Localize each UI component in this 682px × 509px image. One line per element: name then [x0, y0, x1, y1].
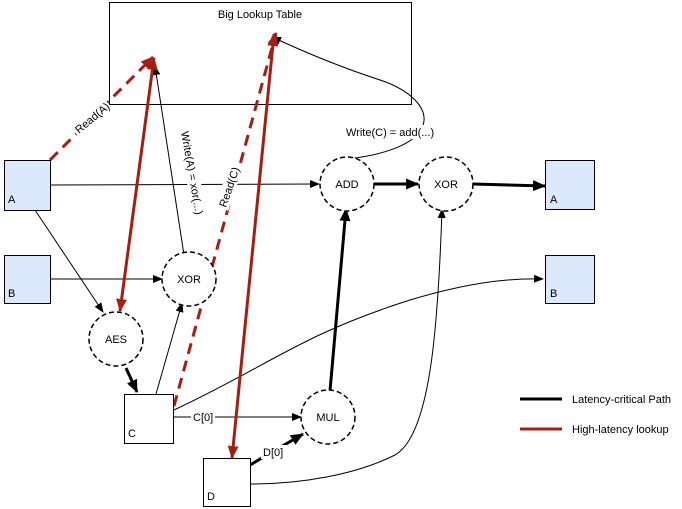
edge-a-to-aes: [34, 209, 104, 313]
label-read-a: Read(A): [73, 101, 112, 137]
label-read-c: Read(C): [217, 166, 242, 209]
label-write-c: Write(C) = add(...): [346, 127, 434, 139]
input-c-label: C: [128, 428, 136, 440]
op-mul: MUL: [300, 389, 356, 445]
op-aes-label: AES: [105, 334, 127, 346]
edge-c-to-xor: [155, 302, 184, 395]
input-a: A: [4, 160, 51, 211]
edge-lookup-d: [227, 33, 279, 459]
input-d-label: D: [207, 491, 215, 503]
label-write-a: Write(A) = xor(...): [178, 130, 204, 215]
legend-critical-label: Latency-critical Path: [572, 394, 671, 406]
output-a-label: A: [550, 194, 558, 206]
input-b: B: [4, 255, 51, 304]
edge-read-c: [172, 32, 279, 407]
op-xor-left: XOR: [161, 251, 217, 307]
op-add-label: ADD: [335, 179, 358, 191]
edge-xor-to-output-a: [472, 180, 546, 192]
edge-a-to-add: [49, 180, 320, 189]
edge-add-write-c: [271, 36, 425, 161]
output-a: A: [545, 160, 595, 210]
edge-mul-to-add: [328, 208, 351, 392]
edge-lookup-aes: [116, 57, 158, 312]
legend-lookup-label: High-latency lookup: [572, 424, 669, 436]
input-c: C: [124, 394, 174, 444]
output-b-label: B: [550, 288, 557, 300]
edge-d-to-xor-right: [250, 208, 446, 485]
op-mul-label: MUL: [316, 412, 339, 424]
label-d0: D[0]: [263, 447, 283, 459]
op-xor-left-label: XOR: [177, 274, 201, 286]
edge-aes-to-c: [124, 367, 139, 393]
output-b: B: [545, 255, 595, 304]
legend: Latency-critical Path High-latency looku…: [520, 394, 671, 436]
edge-xor-write-a: [152, 65, 185, 256]
edge-c-to-output-b: [173, 274, 544, 411]
op-aes: AES: [88, 311, 144, 367]
big-lookup-table-label: Big Lookup Table: [218, 9, 302, 21]
op-xor-right: XOR: [418, 156, 474, 212]
input-b-label: B: [8, 288, 15, 300]
op-add: ADD: [319, 156, 375, 212]
label-c0: C[0]: [193, 412, 213, 424]
input-a-label: A: [8, 194, 16, 206]
op-xor-right-label: XOR: [434, 179, 458, 191]
input-d: D: [203, 458, 251, 507]
